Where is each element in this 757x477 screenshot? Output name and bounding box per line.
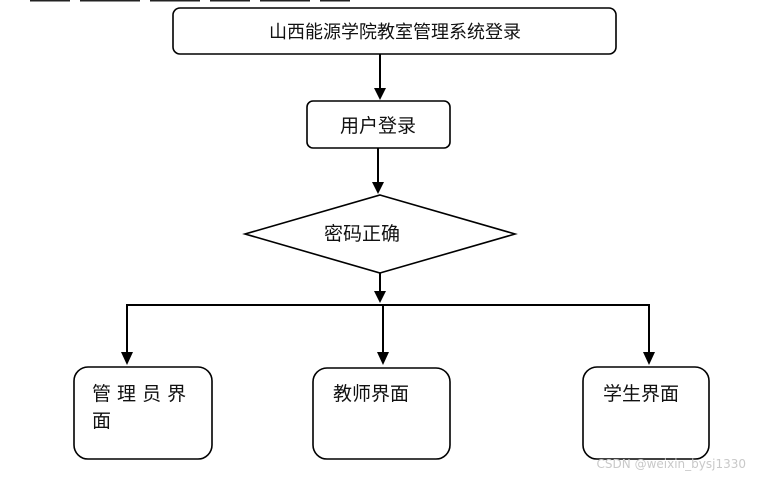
node-teacher-label: 教师界面 (333, 383, 409, 405)
node-login: 用户登录 (306, 100, 451, 149)
watermark: CSDN @weixin_bysj1330 (597, 457, 746, 471)
node-admin-label-line2: 面 (92, 410, 111, 432)
node-title: 山西能源学院教室管理系统登录 (172, 7, 617, 55)
node-student: 学生界面 (582, 366, 710, 460)
edge-login-decision (372, 148, 384, 194)
edge-decision-split (374, 273, 386, 303)
node-student-label: 学生界面 (603, 383, 679, 405)
node-decision: 密码正确 (242, 194, 518, 274)
node-admin-label-line1: 管 理 员 界 (92, 383, 186, 405)
node-decision-label: 密码正确 (324, 223, 400, 245)
node-login-label: 用户登录 (340, 115, 416, 137)
edge-title-login (374, 54, 386, 100)
edge-branches (121, 304, 655, 365)
node-teacher: 教师界面 (312, 367, 451, 460)
node-admin: 管 理 员 界 面 (73, 366, 213, 460)
cropped-header-text (28, 0, 358, 4)
node-title-label: 山西能源学院教室管理系统登录 (269, 22, 521, 43)
